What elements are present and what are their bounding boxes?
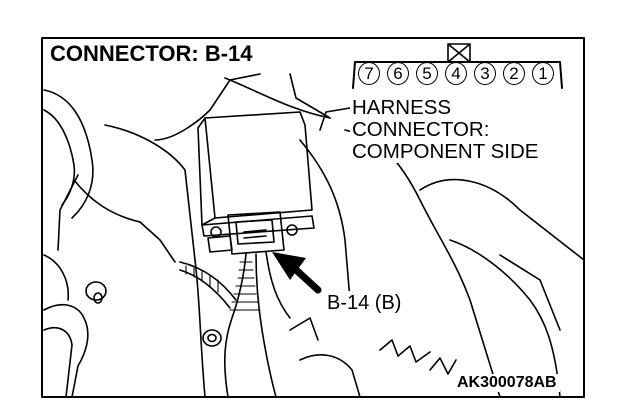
harness-label-line-3: COMPONENT SIDE	[352, 140, 539, 163]
harness-connector-label: HARNESS CONNECTOR: COMPONENT SIDE	[350, 96, 542, 163]
figure-id: AK300078AB	[454, 374, 560, 392]
figure-frame	[41, 37, 585, 398]
pin-7: 7	[358, 62, 380, 85]
page-title: CONNECTOR: B-14	[48, 42, 257, 67]
connector-plug	[227, 211, 285, 255]
connector-callout-label: B-14 (B)	[324, 291, 405, 315]
pin-5: 5	[416, 62, 438, 85]
callout-arrow	[272, 252, 322, 294]
harness-label-line-1: HARNESS	[352, 96, 452, 119]
pin-1: 1	[532, 62, 554, 85]
harness-label-line-2: CONNECTOR:	[352, 118, 490, 141]
wire-harness	[224, 253, 247, 398]
pin-2: 2	[503, 62, 525, 85]
connector-lock-icon	[447, 43, 471, 63]
bracket-left	[104, 124, 206, 398]
pin-4: 4	[445, 62, 467, 85]
ecu-module	[204, 111, 313, 219]
left-hose	[43, 89, 94, 219]
pin-3: 3	[474, 62, 496, 85]
pin-6: 6	[387, 62, 409, 85]
